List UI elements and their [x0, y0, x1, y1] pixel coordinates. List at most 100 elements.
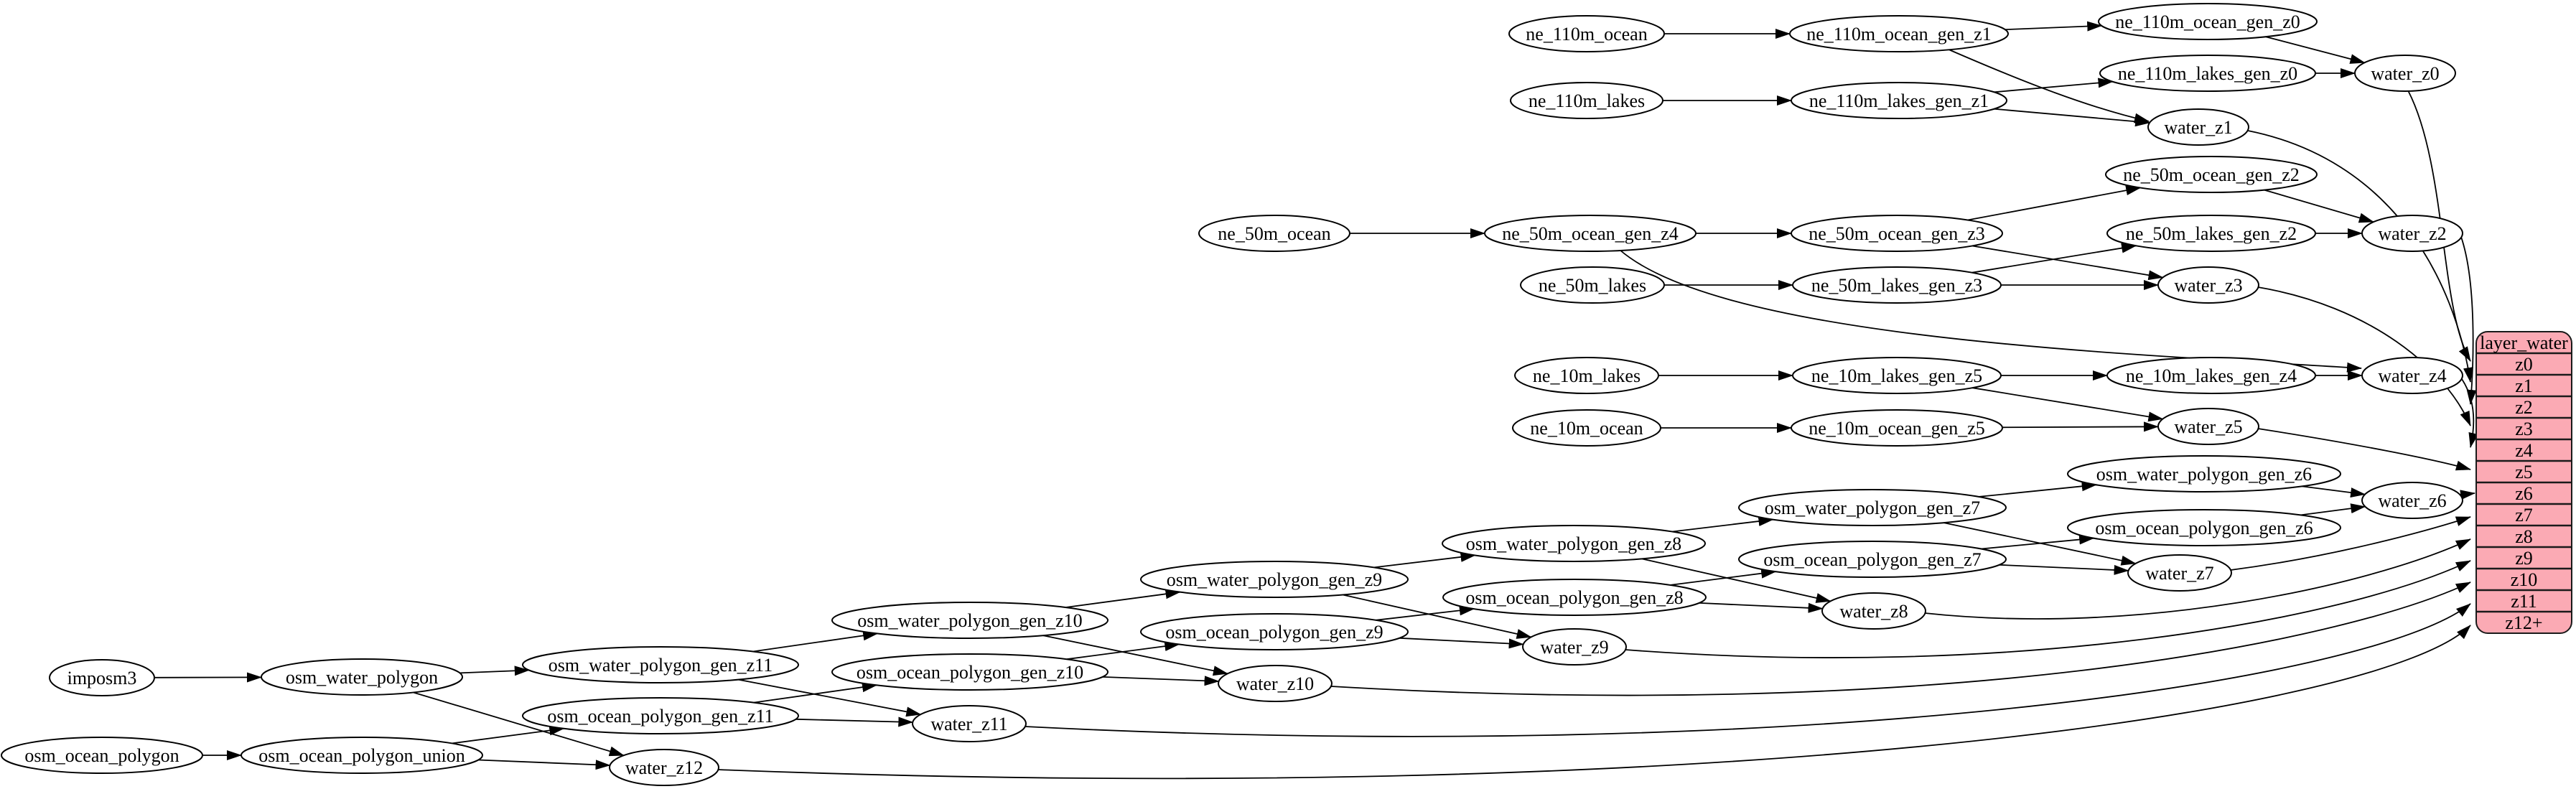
edge-water_z7-to-row-z7 — [2230, 516, 2471, 571]
edge-ne_50m_ocean_gen_z3-to-ne_50m_ocean_gen_z2 — [1967, 185, 2142, 221]
node-ellipse — [1442, 525, 1706, 562]
node-label: osm_ocean_polygon_gen_z10 — [857, 662, 1083, 683]
edge-osm_water_polygon_gen_z8-to-water_z8 — [1641, 558, 1831, 603]
edge-osm_ocean_polygon_gen_z8-to-osm_ocean_polygon_gen_z7 — [1670, 568, 1777, 586]
node-ne_110m_ocean: ne_110m_ocean — [1508, 15, 1665, 52]
node-ellipse — [1140, 561, 1409, 598]
node-ellipse — [1510, 82, 1663, 119]
node-label: water_z4 — [2378, 365, 2446, 386]
node-label: water_z5 — [2174, 416, 2242, 437]
node-label: water_z11 — [930, 714, 1007, 734]
edge-osm_ocean_polygon_union-to-osm_ocean_polygon_gen_z11 — [452, 725, 565, 744]
table-row-z9: z9 — [2515, 548, 2533, 569]
node-osm_water_polygon: osm_water_polygon — [261, 658, 463, 696]
node-ne_50m_ocean_gen_z4: ne_50m_ocean_gen_z4 — [1484, 215, 1697, 252]
node-label: ne_50m_ocean — [1218, 223, 1330, 244]
node-osm_ocean_polygon_gen_z8: osm_ocean_polygon_gen_z8 — [1442, 579, 1707, 616]
edge-osm_ocean_polygon_gen_z6-to-water_z6 — [2300, 503, 2366, 516]
edge-osm_water_polygon_gen_z8-to-osm_water_polygon_gen_z7 — [1672, 516, 1774, 533]
node-label: osm_water_polygon_gen_z11 — [549, 655, 773, 676]
edge-osm_ocean_polygon_gen_z7-to-osm_ocean_polygon_gen_z6 — [1981, 534, 2095, 550]
node-osm_ocean_polygon_gen_z10: osm_ocean_polygon_gen_z10 — [831, 653, 1109, 691]
edge-water_z5-to-row-z5 — [2257, 428, 2471, 471]
node-water_z10: water_z10 — [1218, 665, 1333, 702]
edge-ne_50m_lakes_gen_z3-to-ne_50m_lakes_gen_z2 — [1971, 243, 2137, 274]
node-ellipse — [1198, 215, 1350, 252]
table-row-z7: z7 — [2515, 505, 2533, 526]
node-ne_110m_ocean_gen_z1: ne_110m_ocean_gen_z1 — [1789, 15, 2009, 52]
node-label: ne_110m_ocean — [1526, 24, 1647, 45]
edge-osm_water_polygon_gen_z11-to-osm_water_polygon_gen_z10 — [752, 630, 879, 653]
table-row-z3: z3 — [2515, 419, 2533, 439]
edge-ne_110m_ocean_gen_z1-to-water_z1 — [1946, 48, 2150, 123]
node-label: ne_50m_lakes_gen_z3 — [1811, 275, 1982, 296]
edge-water_z4-to-row-z4 — [2461, 378, 2479, 448]
node-osm_ocean_polygon_gen_z11: osm_ocean_polygon_gen_z11 — [522, 697, 799, 734]
edge-ne_10m_ocean_gen_z5-to-water_z5 — [2002, 421, 2159, 432]
node-ellipse — [1738, 541, 2007, 578]
node-ne_10m_lakes_gen_z4: ne_10m_lakes_gen_z4 — [2106, 357, 2316, 394]
edge-water_z9-to-row-z9 — [1625, 560, 2471, 658]
node-ellipse — [2147, 108, 2249, 146]
node-ellipse — [2157, 408, 2259, 445]
edge-ne_110m_ocean_gen_z1-to-ne_110m_ocean_gen_z0 — [2005, 21, 2103, 32]
node-water_z6: water_z6 — [2361, 482, 2463, 519]
edge-osm_water_polygon_gen_z9-to-osm_water_polygon_gen_z8 — [1373, 551, 1476, 569]
table-row-z10: z10 — [2511, 569, 2538, 590]
edge-osm_water_polygon_gen_z11-to-water_z11 — [738, 678, 922, 717]
node-ne_10m_lakes: ne_10m_lakes — [1514, 357, 1659, 394]
edge-water_z3-to-row-z3 — [2257, 286, 2471, 426]
node-label: ne_110m_ocean_gen_z1 — [1806, 24, 1992, 45]
node-ellipse — [2127, 554, 2232, 592]
edge-water_z11-to-row-z11 — [1025, 603, 2471, 737]
node-label: osm_ocean_polygon_union — [258, 745, 465, 766]
node-ne_10m_lakes_gen_z5: ne_10m_lakes_gen_z5 — [1792, 357, 2002, 394]
edge-ne_110m_ocean_gen_z0-to-water_z0 — [2265, 36, 2366, 64]
edge-ne_50m_ocean_gen_z3-to-water_z3 — [1972, 245, 2164, 281]
edge-osm_water_polygon_gen_z7-to-osm_water_polygon_gen_z6 — [1979, 481, 2097, 498]
node-ellipse — [1140, 613, 1409, 650]
node-ellipse — [831, 653, 1109, 691]
node-ne_50m_ocean: ne_50m_ocean — [1198, 215, 1350, 252]
node-ne_50m_lakes: ne_50m_lakes — [1520, 266, 1665, 304]
table-header-label: layer_water — [2480, 332, 2568, 353]
node-ellipse — [1791, 82, 2007, 119]
node-label: osm_ocean_polygon_gen_z9 — [1165, 622, 1383, 643]
node-ne_110m_ocean_gen_z0: ne_110m_ocean_gen_z0 — [2098, 3, 2318, 40]
node-label: ne_50m_lakes — [1539, 275, 1646, 296]
edge-osm_ocean_polygon_union-to-water_z12 — [478, 759, 611, 770]
node-ellipse — [2157, 266, 2259, 304]
node-water_z3: water_z3 — [2157, 266, 2259, 304]
node-water_z2: water_z2 — [2361, 215, 2463, 252]
node-ne_110m_lakes_gen_z1: ne_110m_lakes_gen_z1 — [1791, 82, 2007, 119]
node-label: imposm3 — [67, 668, 137, 688]
node-ellipse — [2105, 156, 2318, 193]
edge-osm_ocean_polygon_gen_z7-to-water_z7 — [1999, 564, 2129, 575]
layer-water-table: layer_waterz0z1z2z3z4z5z6z7z8z9z10z11z12… — [2475, 331, 2572, 634]
node-label: water_z6 — [2378, 490, 2446, 511]
node-ellipse — [1218, 665, 1333, 702]
node-ne_50m_ocean_gen_z2: ne_50m_ocean_gen_z2 — [2105, 156, 2318, 193]
edge-osm_water_polygon_gen_z10-to-osm_water_polygon_gen_z9 — [1065, 589, 1181, 608]
node-ellipse — [1442, 579, 1707, 616]
node-label: osm_ocean_polygon_gen_z11 — [547, 706, 773, 727]
node-water_z8: water_z8 — [1821, 592, 1926, 630]
node-ellipse — [522, 646, 799, 683]
table-row-z1: z1 — [2515, 375, 2533, 396]
table-row-z6: z6 — [2515, 483, 2533, 504]
node-ne_50m_lakes_gen_z3: ne_50m_lakes_gen_z3 — [1792, 266, 2002, 304]
node-ellipse — [2067, 455, 2341, 492]
node-ellipse — [1522, 628, 1627, 666]
table-row-z11: z11 — [2511, 591, 2537, 612]
node-label: ne_50m_ocean_gen_z4 — [1502, 223, 1678, 244]
node-ellipse — [1484, 215, 1697, 252]
node-ne_50m_lakes_gen_z2: ne_50m_lakes_gen_z2 — [2106, 215, 2316, 252]
node-ellipse — [2106, 215, 2316, 252]
node-label: water_z8 — [1839, 601, 1908, 622]
node-ellipse — [522, 697, 799, 734]
node-ne_10m_ocean_gen_z5: ne_10m_ocean_gen_z5 — [1791, 409, 2003, 447]
edge-water_z12-to-row-z12+ — [717, 625, 2471, 780]
edge-osm_water_polygon_gen_z9-to-water_z9 — [1343, 594, 1532, 639]
node-water_z4: water_z4 — [2361, 357, 2463, 394]
